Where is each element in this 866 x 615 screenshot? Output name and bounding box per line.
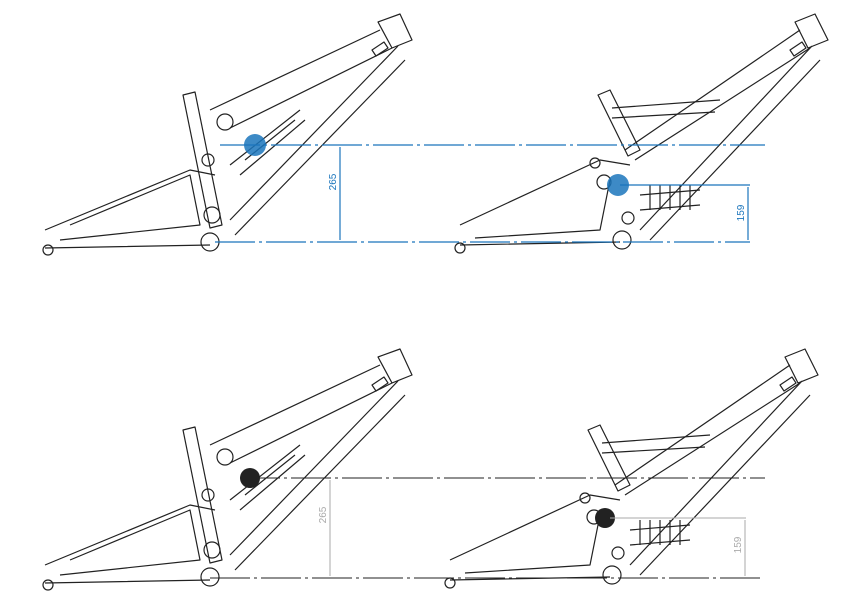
frame-bottom-left	[42, 348, 413, 591]
pivot-marker	[607, 174, 629, 196]
frame-top-left	[42, 13, 413, 256]
dimension-bottom-left: 265	[210, 477, 765, 579]
dimension-label: 265	[318, 506, 329, 523]
dimension-top-right: 159	[620, 184, 750, 240]
dimension-label: 265	[328, 173, 339, 190]
dimension-bottom-right: 159	[610, 517, 746, 576]
dimension-top-left: 265	[215, 144, 765, 243]
dimension-label: 159	[736, 204, 747, 221]
pivot-marker	[595, 508, 615, 528]
frame-bottom-right	[444, 348, 819, 589]
frame-top-right	[454, 13, 829, 254]
dimension-label: 159	[733, 536, 744, 553]
